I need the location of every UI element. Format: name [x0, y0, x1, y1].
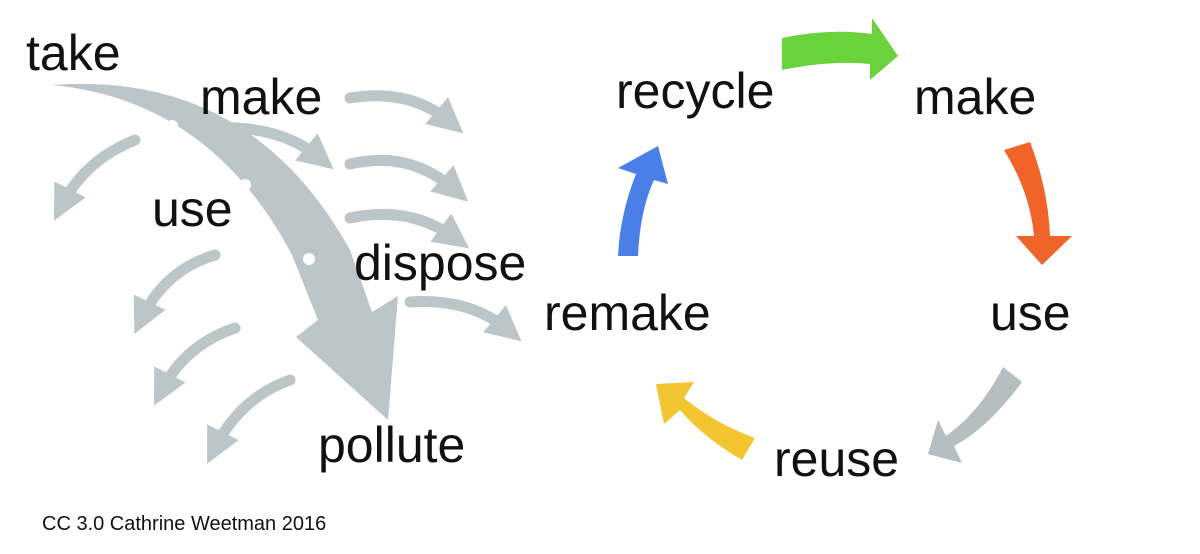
- linear-step-take: take: [26, 25, 121, 81]
- side-arrow: [133, 249, 221, 334]
- circular-economy: recycle make use reuse remake: [544, 18, 1072, 487]
- credit-text: CC 3.0 Cathrine Weetman 2016: [42, 513, 326, 535]
- arrow-dot: [239, 179, 251, 191]
- circular-step-reuse: reuse: [774, 431, 899, 487]
- arrow-dot: [303, 253, 315, 265]
- arrow-make-to-use: [1004, 142, 1072, 265]
- side-arrow: [344, 154, 469, 202]
- linear-step-make: make: [200, 69, 322, 125]
- linear-step-pollute: pollute: [318, 417, 465, 473]
- side-arrow: [53, 134, 141, 221]
- linear-step-dispose: dispose: [354, 235, 526, 291]
- circular-step-make: make: [914, 69, 1036, 125]
- circular-step-use: use: [990, 285, 1071, 341]
- main-linear-arrow: [52, 83, 398, 421]
- arrow-dot: [166, 120, 178, 132]
- circular-step-remake: remake: [544, 285, 711, 341]
- arrow-reuse-to-remake: [656, 382, 755, 460]
- side-arrow: [207, 374, 296, 464]
- side-arrow: [153, 322, 241, 406]
- linear-step-use: use: [152, 181, 233, 237]
- arrow-recycle-to-make: [782, 18, 898, 80]
- arrow-remake-to-recycle: [618, 146, 668, 256]
- arrow-use-to-reuse: [928, 367, 1022, 463]
- side-arrow: [404, 296, 522, 342]
- circular-step-recycle: recycle: [616, 63, 774, 119]
- side-arrow: [344, 90, 464, 134]
- side-arrow: [344, 208, 470, 249]
- linear-economy: take make use dispose pollute: [26, 25, 526, 473]
